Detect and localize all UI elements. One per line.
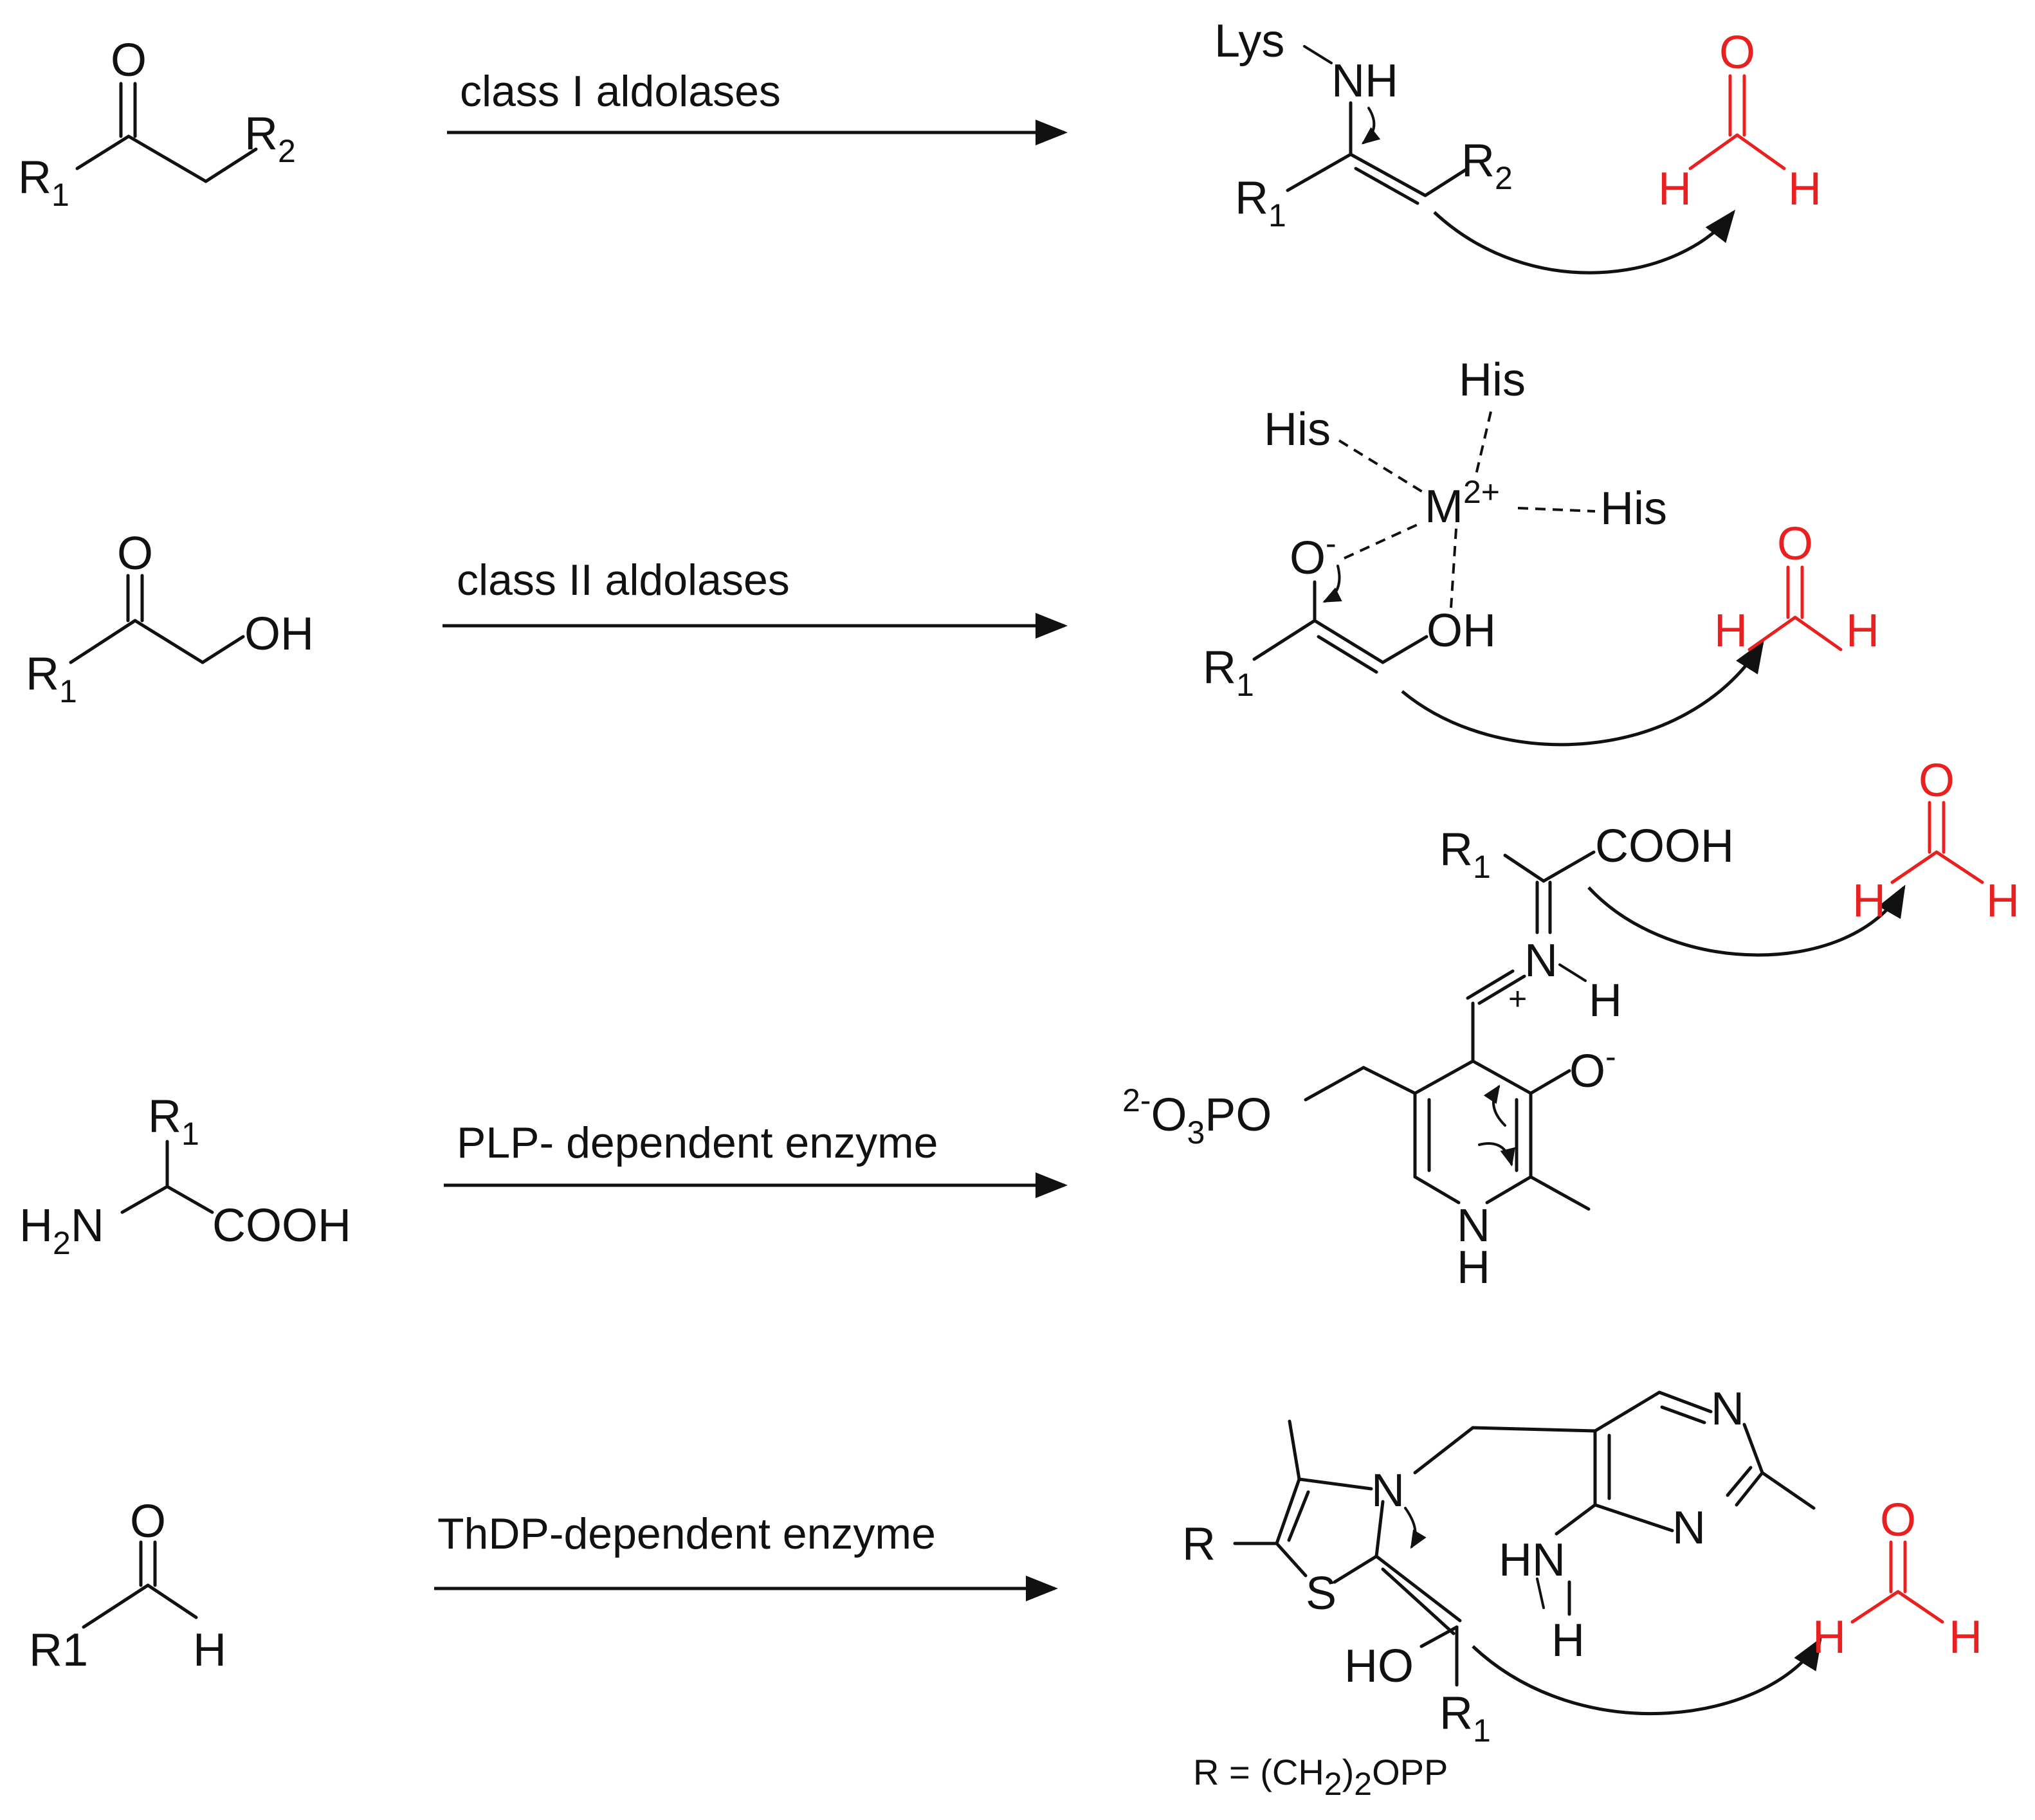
- plp-quinonoid-intermediate: R1 COOH N + H N H O-: [1122, 821, 1734, 1293]
- r1-label: R1: [1439, 824, 1491, 885]
- row-4-thdp: O R1 H ThDP-dependent enzyme R N S HO: [29, 1383, 1982, 1802]
- ketone-substrate: O R1 R2: [18, 35, 296, 213]
- iminium-charge: +: [1508, 981, 1527, 1017]
- r2-label: R2: [1461, 135, 1513, 196]
- aldehyde-oxygen: O: [130, 1496, 166, 1547]
- his-label-left: His: [1264, 404, 1331, 455]
- arrow-label-thdp: ThDP-dependent enzyme: [437, 1509, 936, 1558]
- r2-label: R2: [244, 108, 296, 169]
- pyridine-h-label: H: [1457, 1242, 1490, 1293]
- formaldehyde-h-right: H: [1949, 1612, 1982, 1663]
- iminium-n-label: N: [1524, 935, 1558, 987]
- formaldehyde-4: O H H: [1812, 1495, 1982, 1663]
- aldehyde-substrate: O R1 H: [29, 1496, 226, 1676]
- enolate-oxygen: O-: [1290, 525, 1337, 584]
- formaldehyde-oxygen: O: [1777, 518, 1813, 570]
- row-2-class-ii: O R1 OH class II aldolases His His His M…: [26, 354, 1879, 747]
- r1-label: R1: [148, 1091, 199, 1152]
- formaldehyde-h-left: H: [1852, 875, 1886, 927]
- pyrimidine-n3-label: N: [1672, 1502, 1706, 1554]
- hydroxyl-label: OH: [244, 608, 314, 660]
- aldehyde-h-label: H: [193, 1624, 226, 1676]
- attack-arrow-2: [1401, 640, 1764, 747]
- row-1-class-i: O R1 R2 class I aldolases Lys NH R1 R2 O: [18, 15, 1821, 275]
- ketone-oxygen: O: [117, 528, 153, 579]
- r1-label: R1: [1439, 1688, 1491, 1749]
- carboxyl-label: COOH: [212, 1200, 351, 1251]
- arrow-label-class-i: class I aldolases: [460, 67, 781, 116]
- pyridine-nh-label: N: [1457, 1200, 1490, 1251]
- formaldehyde-oxygen: O: [1919, 755, 1955, 806]
- amino-acid-substrate: R1 H2N COOH: [19, 1091, 351, 1261]
- his-label-right: His: [1600, 483, 1667, 534]
- metal-label: M2+: [1425, 474, 1500, 532]
- formaldehyde-h-right: H: [1788, 163, 1821, 215]
- amine-h-label: H: [1551, 1615, 1585, 1666]
- r1-label: R1: [1235, 172, 1286, 233]
- enamine-intermediate: Lys NH R1 R2: [1214, 15, 1513, 233]
- formaldehyde-oxygen: O: [1719, 27, 1755, 78]
- amine-nh-label: HN: [1499, 1534, 1565, 1586]
- phosphate-label: 2-O3PO: [1122, 1082, 1272, 1151]
- r1-label: R1: [1203, 642, 1254, 703]
- formaldehyde-h-left: H: [1812, 1612, 1846, 1663]
- r-label: R: [1182, 1518, 1216, 1570]
- his-label-top: His: [1459, 354, 1526, 406]
- metal-enediolate-intermediate: His His His M2+ O- OH R1: [1203, 354, 1667, 703]
- thiazole-s-label: S: [1306, 1568, 1337, 1619]
- formaldehyde-3: O H H: [1852, 755, 2020, 927]
- attack-arrow-4: [1472, 1637, 1822, 1715]
- r-definition-note: R = (CH2)2OPP: [1193, 1752, 1448, 1802]
- r1-label: R1: [26, 648, 77, 709]
- formaldehyde-h-left: H: [1658, 163, 1692, 215]
- hydroxyketone-substrate: O R1 OH: [26, 528, 314, 709]
- arrow-label-class-ii: class II aldolases: [457, 556, 790, 605]
- hydroxyl-label: OH: [1427, 605, 1496, 657]
- nh-label: NH: [1331, 55, 1398, 107]
- formaldehyde-oxygen: O: [1880, 1495, 1916, 1546]
- ketone-oxygen: O: [111, 35, 147, 86]
- formaldehyde-1: O H H: [1658, 27, 1821, 215]
- attack-arrow-1: [1433, 210, 1736, 275]
- phenolate-oxygen: O-: [1569, 1039, 1616, 1097]
- formaldehyde-2: O H H: [1714, 518, 1879, 657]
- thiazolium-n-label: N: [1371, 1465, 1405, 1516]
- formaldehyde-h-right: H: [1846, 605, 1879, 657]
- r1-label: R1: [18, 152, 69, 213]
- attack-arrow-3: [1587, 884, 1906, 957]
- iminium-h-label: H: [1589, 975, 1622, 1026]
- formaldehyde-h-left: H: [1714, 605, 1748, 657]
- formaldehyde-h-right: H: [1986, 875, 2020, 927]
- r1-label: R1: [29, 1624, 88, 1676]
- pyrimidine-n1-label: N: [1711, 1383, 1744, 1435]
- arrow-label-plp: PLP- dependent enzyme: [457, 1118, 938, 1167]
- carboxyl-label: COOH: [1595, 821, 1734, 872]
- thdp-enamine-intermediate: R N S HO R1 N N: [1182, 1383, 1816, 1749]
- row-3-plp: R1 H2N COOH PLP- dependent enzyme R1 COO…: [19, 755, 2020, 1293]
- lys-label: Lys: [1214, 15, 1284, 67]
- hydroxyl-label: HO: [1344, 1641, 1414, 1692]
- amine-label: H2N: [19, 1200, 104, 1261]
